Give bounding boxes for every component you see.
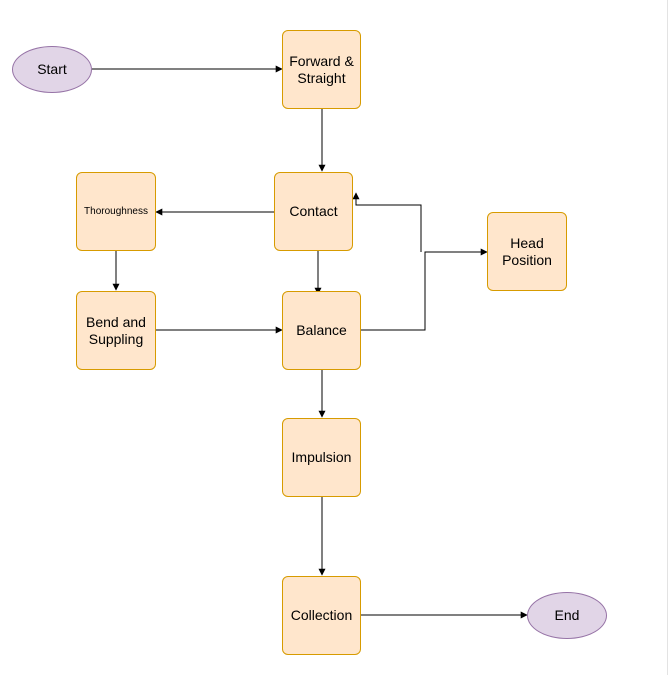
edge-balance-to-head — [361, 248, 488, 331]
contact-node[interactable]: Contact — [274, 172, 353, 251]
end-node[interactable]: End — [527, 592, 607, 639]
collection-node[interactable]: Collection — [282, 576, 361, 655]
thoroughness-node[interactable]: Thoroughness — [76, 172, 156, 251]
bend-suppling-node[interactable]: Bend and Suppling — [76, 291, 156, 370]
canvas-right-border — [667, 0, 668, 675]
edge-head-to-contact — [352, 192, 422, 252]
forward-straight-node[interactable]: Forward & Straight — [282, 30, 361, 109]
start-node[interactable]: Start — [12, 46, 92, 93]
impulsion-node[interactable]: Impulsion — [282, 418, 361, 497]
head-position-node[interactable]: Head Position — [487, 212, 567, 291]
balance-node[interactable]: Balance — [282, 291, 361, 370]
